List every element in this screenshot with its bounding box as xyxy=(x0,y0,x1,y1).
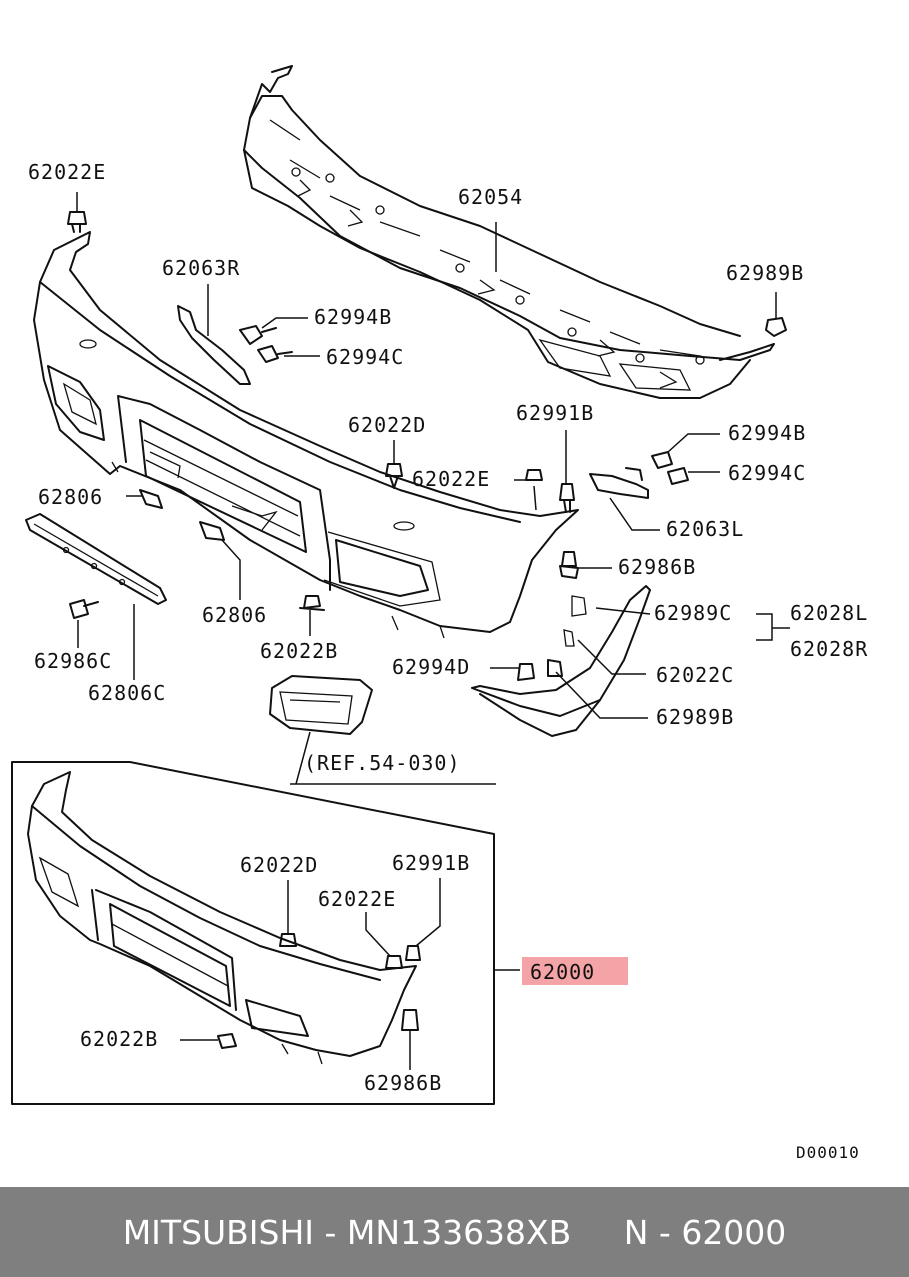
callout-62063L: 62063L xyxy=(666,517,744,541)
callout-62986B-box: 62986B xyxy=(364,1071,442,1095)
fasteners-illustration xyxy=(67,211,787,611)
callout-62022D: 62022D xyxy=(348,413,426,437)
callout-62994B-right: 62994B xyxy=(728,421,806,445)
front-bumper-illustration xyxy=(33,231,579,639)
callout-62994D: 62994D xyxy=(392,655,470,679)
callout-62022D-box: 62022D xyxy=(240,853,318,877)
callout-62994C: 62994C xyxy=(326,345,404,369)
callout-62806: 62806 xyxy=(38,485,103,509)
callout-62989B-lower: 62989B xyxy=(656,705,734,729)
fog-lamp-illustration xyxy=(269,675,373,735)
callout-62022B-box: 62022B xyxy=(80,1027,158,1051)
callout-62994B: 62994B xyxy=(314,305,392,329)
callout-labels: 62022E 62054 62063R 62994B 62994C 62989B… xyxy=(28,160,868,1162)
callout-62806C: 62806C xyxy=(88,681,166,705)
diagram-code: D00010 xyxy=(796,1143,860,1162)
callout-62022C: 62022C xyxy=(656,663,734,687)
callout-62063R: 62063R xyxy=(162,256,240,280)
callout-62054: 62054 xyxy=(458,185,523,209)
assembly-box xyxy=(11,761,520,1105)
callout-ref: (REF.54-030) xyxy=(304,751,461,775)
callout-62986C: 62986C xyxy=(34,649,112,673)
callout-62022E-box: 62022E xyxy=(318,887,396,911)
callout-62028L: 62028L xyxy=(790,601,868,625)
callout-62989B: 62989B xyxy=(726,261,804,285)
bumper-extension-illustration xyxy=(471,585,651,737)
leader-lines xyxy=(76,192,790,1070)
callout-62806-lower: 62806 xyxy=(202,603,267,627)
bumper-reinforcement-illustration xyxy=(243,65,775,399)
callout-62022E: 62022E xyxy=(28,160,106,184)
part-highlight xyxy=(522,957,628,985)
callout-62986B: 62986B xyxy=(618,555,696,579)
callout-62022B: 62022B xyxy=(260,639,338,663)
callout-62000: 62000 xyxy=(530,960,595,984)
callout-62028R: 62028R xyxy=(790,637,868,661)
callout-62991B-box: 62991B xyxy=(392,851,470,875)
molding-illustration xyxy=(25,513,167,619)
parts-diagram: 62022E 62054 62063R 62994B 62994C 62989B… xyxy=(11,65,868,1162)
part-number-footer: MITSUBISHI - MN133638XB N - 62000 xyxy=(0,1187,909,1277)
callout-62022E-mid: 62022E xyxy=(412,467,490,491)
callout-62991B: 62991B xyxy=(516,401,594,425)
callout-62989C: 62989C xyxy=(654,601,732,625)
callout-62994C-right: 62994C xyxy=(728,461,806,485)
